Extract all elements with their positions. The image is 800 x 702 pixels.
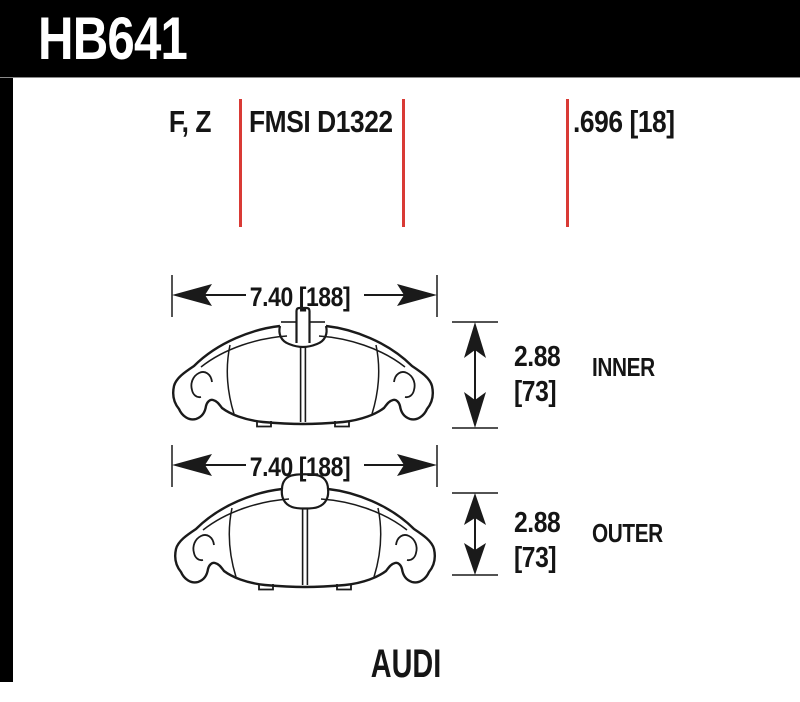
- divider-line-2: [402, 99, 405, 227]
- header-bar: HB641: [0, 0, 800, 78]
- height-dimension-arrow-outer: [452, 492, 498, 576]
- height-mm: [73]: [514, 376, 557, 408]
- part-number: HB641: [38, 5, 188, 72]
- vehicle-name: AUDI: [370, 642, 442, 686]
- pad-position-label-inner: INNER: [592, 352, 655, 382]
- compound-codes: F, Z: [168, 104, 212, 139]
- divider-line-1: [239, 99, 242, 227]
- pad-position-label-outer: OUTER: [592, 518, 663, 548]
- thickness-value: .696 [18]: [573, 104, 675, 139]
- width-dimension-arrow-inner: [171, 275, 438, 317]
- height-inches: 2.88: [514, 341, 561, 373]
- height-inches: 2.88: [514, 507, 561, 539]
- divider-line-3: [566, 99, 569, 227]
- left-edge-bar: [0, 0, 13, 682]
- outer-pad-diagram: [174, 473, 436, 591]
- fmsi-number: FMSI D1322: [249, 104, 393, 139]
- thickness-label-inner: 2.88 [73]: [514, 340, 561, 410]
- height-dimension-arrow-inner: [452, 321, 498, 429]
- height-mm: [73]: [514, 542, 557, 574]
- width-dimension-label-outer: 7.40 [188]: [249, 452, 351, 482]
- inner-pad-diagram: [172, 306, 434, 428]
- thickness-label-outer: 2.88 [73]: [514, 506, 561, 576]
- width-dimension-arrow-outer: [171, 445, 438, 487]
